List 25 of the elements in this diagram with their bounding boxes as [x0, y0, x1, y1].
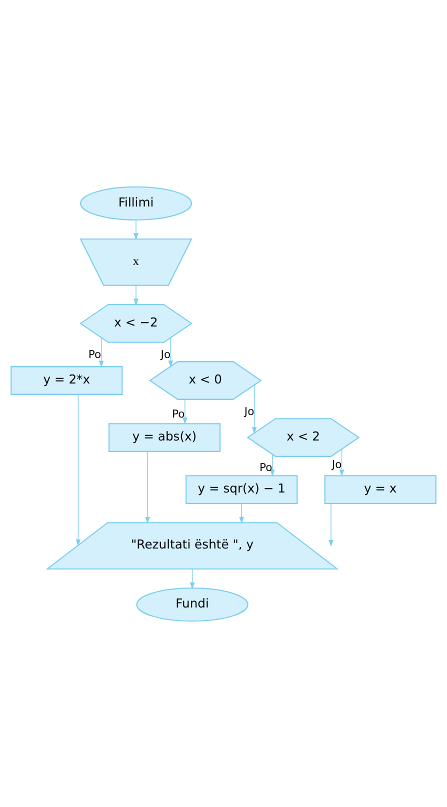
arrow	[270, 454, 275, 476]
node-box: y = 2*x	[10, 366, 123, 394]
edge-label: Jo	[332, 458, 342, 471]
arrow	[182, 398, 188, 424]
arrow	[134, 284, 138, 306]
node-ellipse: Fillimi	[80, 186, 192, 220]
arrow	[252, 384, 257, 434]
arrow	[239, 502, 244, 524]
arrow	[190, 568, 195, 589]
edge-label: Po	[88, 348, 102, 361]
arrow	[328, 502, 334, 546]
node-box: y = x	[324, 474, 436, 504]
arrow	[168, 336, 174, 367]
arrow	[339, 448, 344, 476]
node-box: y = abs(x)	[108, 422, 221, 452]
node-box: y = sqr(x) − 1	[186, 474, 298, 504]
edge-label: Jo	[244, 404, 254, 418]
arrow	[98, 336, 104, 368]
node-ellipse: Fundi	[136, 586, 248, 622]
edge-label: Jo	[160, 348, 171, 361]
arrow	[76, 394, 81, 546]
arrow	[145, 450, 150, 524]
edge-label: Po	[172, 406, 185, 420]
arrow	[134, 218, 138, 240]
edge-label: Po	[260, 460, 272, 474]
